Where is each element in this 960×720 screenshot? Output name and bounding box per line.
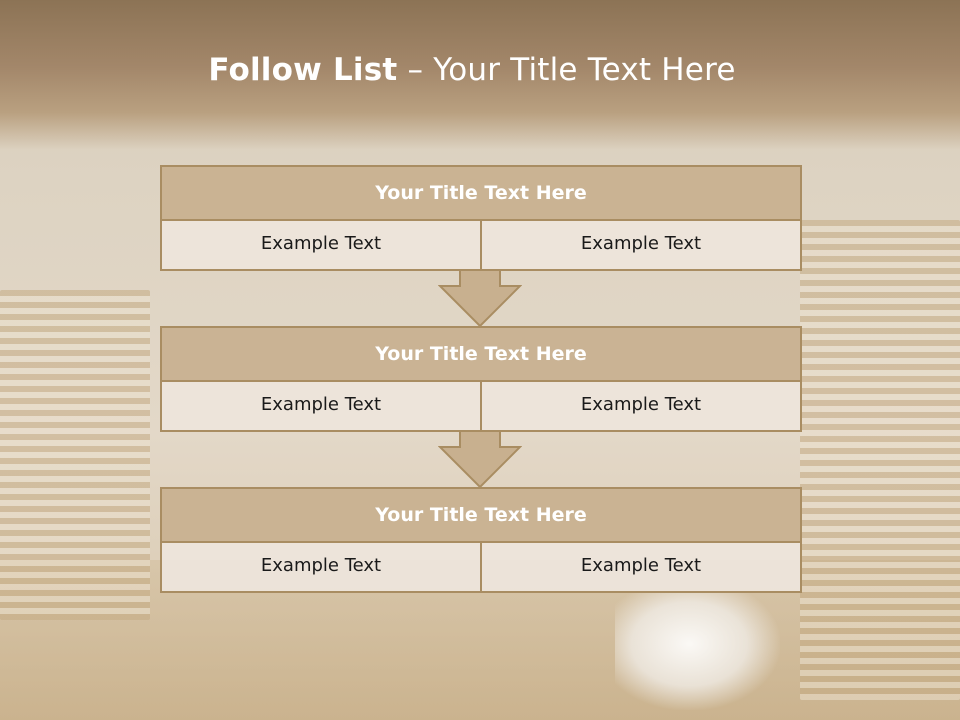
list-block-1: Your Title Text Here Example Text Exampl…	[160, 165, 802, 271]
block-cell-right: Example Text	[480, 221, 800, 269]
arrow-down-icon	[438, 270, 522, 328]
list-block-2: Your Title Text Here Example Text Exampl…	[160, 326, 802, 432]
list-block-3: Your Title Text Here Example Text Exampl…	[160, 487, 802, 593]
paper-stack-left	[0, 290, 150, 620]
block-cell-left: Example Text	[162, 382, 480, 430]
block-row: Example Text Example Text	[160, 543, 802, 593]
slide-title: Follow List – Your Title Text Here	[0, 52, 944, 88]
block-title: Your Title Text Here	[160, 165, 802, 221]
crumpled-paper	[615, 590, 780, 710]
arrow-down-icon	[438, 431, 522, 489]
block-title: Your Title Text Here	[160, 487, 802, 543]
slide-title-rest: – Your Title Text Here	[397, 52, 736, 88]
block-title: Your Title Text Here	[160, 326, 802, 382]
slide-title-bold: Follow List	[208, 52, 398, 88]
block-row: Example Text Example Text	[160, 221, 802, 271]
block-cell-left: Example Text	[162, 221, 480, 269]
block-cell-left: Example Text	[162, 543, 480, 591]
block-cell-right: Example Text	[480, 382, 800, 430]
paper-stack-right	[800, 220, 960, 700]
block-cell-right: Example Text	[480, 543, 800, 591]
block-row: Example Text Example Text	[160, 382, 802, 432]
header-band	[0, 0, 960, 150]
